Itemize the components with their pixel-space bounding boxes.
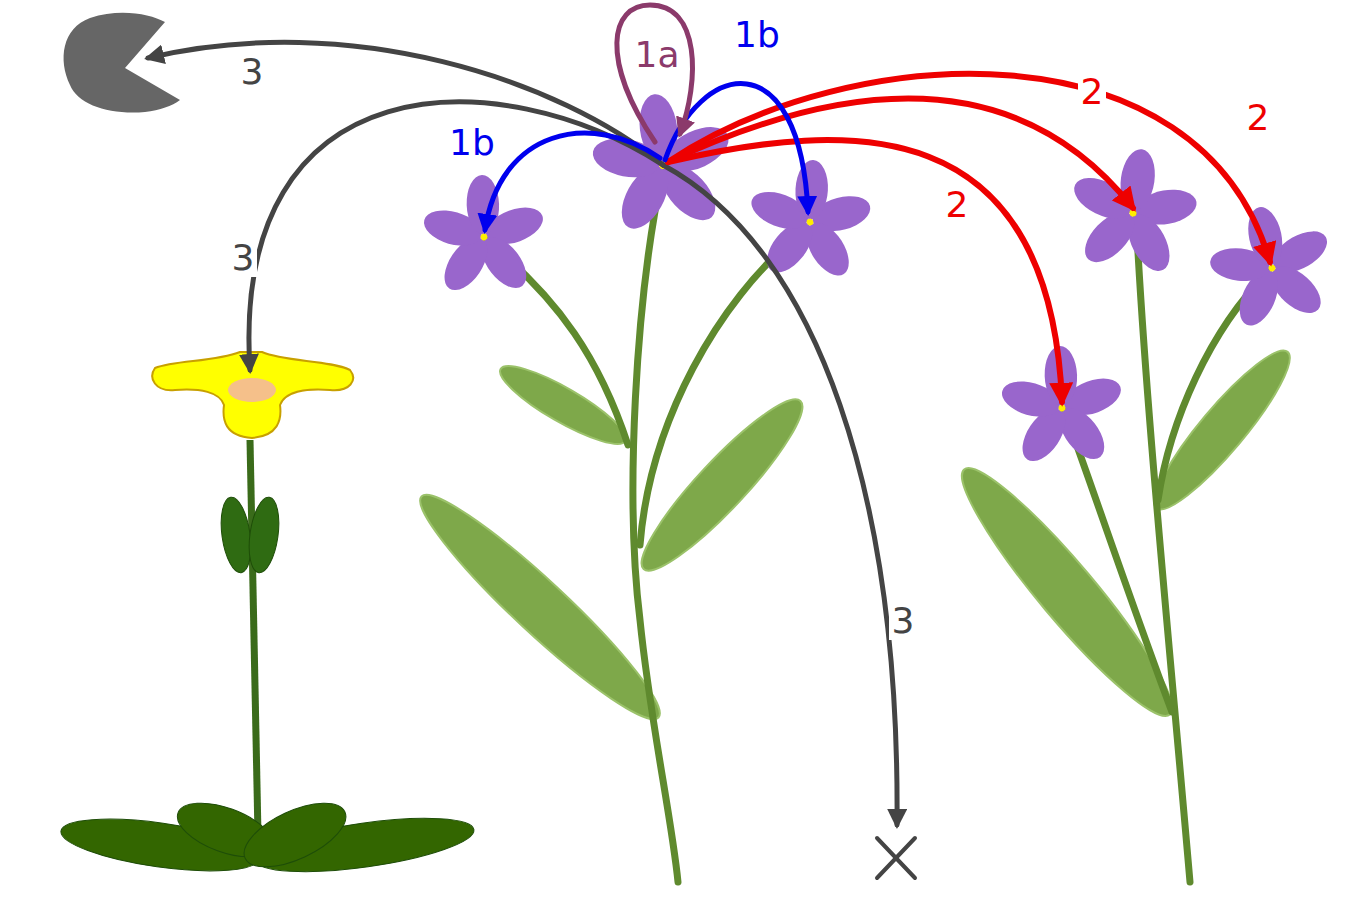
yellow-plant-part (228, 378, 276, 402)
callout-number: 2 (1078, 73, 1107, 111)
callout-number: 2 (1244, 99, 1273, 137)
yellow-plant-part (235, 790, 355, 880)
dispersal-arrows (148, 5, 1270, 825)
dispersal-arrows-part (148, 42, 663, 165)
main-plant-part (640, 238, 795, 545)
main-plant-part (626, 385, 818, 586)
neighbour-plant-part (1140, 338, 1305, 523)
neighbour-plant-part (1064, 410, 1172, 712)
callout-number: 3 (229, 239, 258, 277)
herbivore-symbol (64, 13, 180, 113)
dispersal-arrows-part (668, 74, 1270, 262)
main-plant-part (406, 156, 564, 318)
yellow-plant-part (250, 440, 258, 835)
dispersal-arrows-part (663, 165, 897, 825)
callout-number: 3 (889, 602, 918, 640)
dispersal-arrows-part (249, 102, 663, 370)
main-plant-part (736, 144, 887, 299)
yellow-plant-part (152, 352, 353, 438)
callout-number: 1a (632, 36, 683, 74)
yellow-plant-part (245, 495, 283, 574)
callout-number: 2 (943, 186, 972, 224)
callout-number: 3 (238, 53, 267, 91)
callout-number: 1b (446, 124, 498, 162)
loss-mark (877, 838, 915, 878)
loss-mark-part (877, 838, 915, 878)
loss-mark-part (877, 838, 915, 878)
main-plant (404, 68, 887, 882)
dispersal-arrows-part (617, 5, 693, 142)
neighbour-plant-part (1188, 181, 1350, 353)
neighbour-plant (943, 136, 1350, 882)
dispersal-arrows-part (485, 133, 660, 230)
yellow-plant (58, 352, 477, 882)
neighbour-plant-part (1136, 215, 1190, 882)
callout-number: 1b (731, 16, 783, 54)
neighbour-plant-part (984, 327, 1142, 489)
dispersal-arrows-part (668, 140, 1062, 402)
dispersal-arrows-part (668, 99, 1133, 208)
